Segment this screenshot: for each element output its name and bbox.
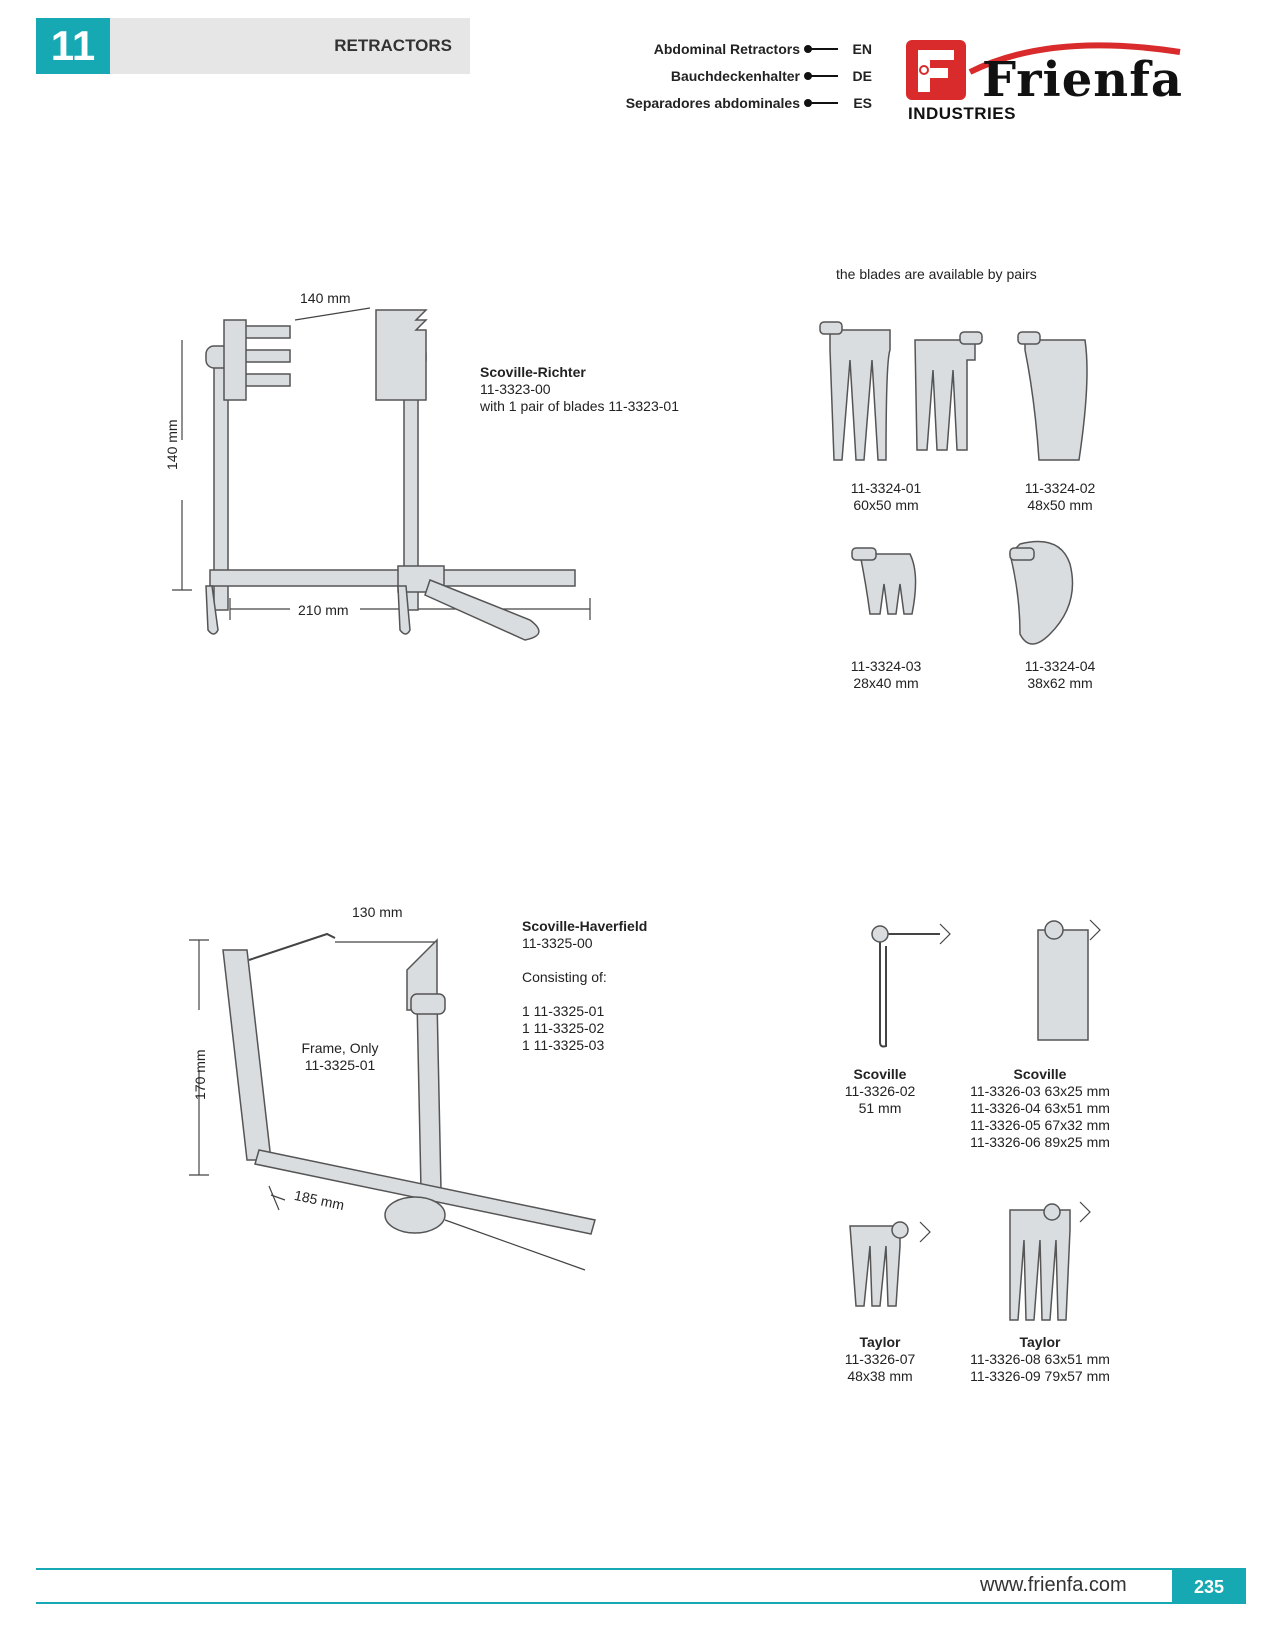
blade-size: 38x62 mm bbox=[1027, 675, 1093, 691]
language-row-de: Bauchdeckenhalter DE bbox=[560, 65, 890, 87]
product-name: Scoville-Haverfield bbox=[522, 918, 648, 934]
frame-only-info: Frame, Only 11-3325-01 bbox=[270, 1040, 410, 1074]
blade-item-2: 11-3324-02 48x50 mm bbox=[1000, 480, 1120, 514]
language-name: Abdominal Retractors bbox=[653, 41, 800, 57]
accessory-item-3: Taylor 11-3326-07 48x38 mm bbox=[820, 1334, 940, 1385]
blade-size: 28x40 mm bbox=[853, 675, 919, 691]
part-item: 1 11-3325-02 bbox=[522, 1020, 605, 1036]
bullet-icon bbox=[804, 99, 812, 107]
bullet-icon bbox=[804, 72, 812, 80]
logo-swoosh-icon bbox=[968, 42, 1181, 75]
accessory-name: Scoville bbox=[853, 1066, 907, 1082]
accessory-item-2: Scoville 11-3326-03 63x25 mm 11-3326-04 … bbox=[950, 1066, 1130, 1151]
blade-code: 11-3324-04 bbox=[1024, 658, 1096, 674]
blade-size: 48x50 mm bbox=[1027, 497, 1093, 513]
frame-label: Frame, Only bbox=[301, 1040, 379, 1056]
accessory-line: 11-3326-05 67x32 mm bbox=[970, 1117, 1110, 1133]
scoville-haverfield-illustration bbox=[189, 932, 596, 1271]
accessory-line: 51 mm bbox=[858, 1100, 902, 1116]
dimension-bottom-label: 210 mm bbox=[298, 602, 349, 618]
consisting-label: Consisting of: bbox=[522, 969, 607, 985]
blade-item-4: 11-3324-04 38x62 mm bbox=[1000, 658, 1120, 692]
scoville-blades-illustration bbox=[871, 919, 1101, 1048]
language-name: Separadores abdominales bbox=[625, 95, 800, 111]
taylor-blades-illustration bbox=[849, 1201, 1091, 1321]
blade-size: 60x50 mm bbox=[853, 497, 919, 513]
language-row-en: Abdominal Retractors EN bbox=[560, 38, 890, 60]
accessory-line: 11-3326-04 63x51 mm bbox=[970, 1100, 1110, 1116]
accessory-line: 11-3326-06 89x25 mm bbox=[970, 1134, 1110, 1150]
language-code: EN bbox=[852, 41, 872, 57]
blade-code: 11-3324-01 bbox=[850, 480, 922, 496]
section-title: RETRACTORS bbox=[334, 36, 452, 55]
footer-divider bbox=[36, 1568, 1246, 1570]
accessory-line: 11-3326-07 bbox=[844, 1351, 916, 1367]
product-note: with 1 pair of blades 11-3323-01 bbox=[480, 398, 679, 414]
part-item: 1 11-3325-03 bbox=[522, 1037, 605, 1053]
logo-subtitle: INDUSTRIES bbox=[908, 104, 1016, 123]
blade-item-1: 11-3324-01 60x50 mm bbox=[826, 480, 946, 514]
blade-item-3: 11-3324-03 28x40 mm bbox=[826, 658, 946, 692]
blade-code: 11-3324-02 bbox=[1024, 480, 1096, 496]
accessory-name: Taylor bbox=[859, 1334, 901, 1350]
product-code: 11-3323-00 bbox=[480, 381, 551, 397]
blade-code: 11-3324-03 bbox=[850, 658, 922, 674]
product-name: Scoville-Richter bbox=[480, 364, 586, 380]
dimension-side-label: 170 mm bbox=[192, 1049, 208, 1100]
language-name: Bauchdeckenhalter bbox=[670, 68, 800, 84]
product-code: 11-3325-00 bbox=[522, 935, 593, 951]
dimension-top-label: 130 mm bbox=[352, 904, 403, 920]
accessory-name: Taylor bbox=[1019, 1334, 1061, 1350]
frame-code: 11-3325-01 bbox=[304, 1057, 376, 1073]
section-number: 11 bbox=[36, 18, 110, 74]
dimension-top-label: 140 mm bbox=[300, 290, 351, 306]
logo-name: Frienfa bbox=[982, 52, 1183, 108]
logo-scissors-icon bbox=[906, 40, 966, 100]
language-code: DE bbox=[852, 68, 872, 84]
accessory-line: 11-3326-03 63x25 mm bbox=[970, 1083, 1110, 1099]
accessory-line: 11-3326-09 79x57 mm bbox=[970, 1368, 1110, 1384]
product-2-info: Scoville-Haverfield 11-3325-00 Consistin… bbox=[522, 918, 647, 1054]
page-number: 235 bbox=[1172, 1570, 1246, 1604]
bullet-icon bbox=[804, 45, 812, 53]
accessory-line: 11-3326-08 63x51 mm bbox=[970, 1351, 1110, 1367]
part-item: 1 11-3325-01 bbox=[522, 1003, 605, 1019]
accessory-line: 11-3326-02 bbox=[844, 1083, 916, 1099]
scoville-richter-illustration bbox=[172, 307, 591, 641]
accessory-item-1: Scoville 11-3326-02 51 mm bbox=[820, 1066, 940, 1117]
language-code: ES bbox=[853, 95, 872, 111]
blades-note: the blades are available by pairs bbox=[836, 266, 1037, 282]
product-1-info: Scoville-Richter 11-3323-00 with 1 pair … bbox=[480, 364, 679, 415]
footer-url[interactable]: www.frienfa.com bbox=[980, 1574, 1127, 1596]
accessory-line: 48x38 mm bbox=[847, 1368, 913, 1384]
blade-11-3324-03-illustration bbox=[851, 540, 1074, 645]
footer-divider bbox=[36, 1602, 1246, 1604]
blade-11-3324-01-illustration bbox=[819, 321, 1088, 461]
section-title-bar: RETRACTORS bbox=[110, 18, 470, 74]
accessory-name: Scoville bbox=[1013, 1066, 1067, 1082]
dimension-side-label: 140 mm bbox=[164, 419, 180, 470]
accessory-item-4: Taylor 11-3326-08 63x51 mm 11-3326-09 79… bbox=[950, 1334, 1130, 1385]
language-row-es: Separadores abdominales ES bbox=[560, 92, 890, 114]
